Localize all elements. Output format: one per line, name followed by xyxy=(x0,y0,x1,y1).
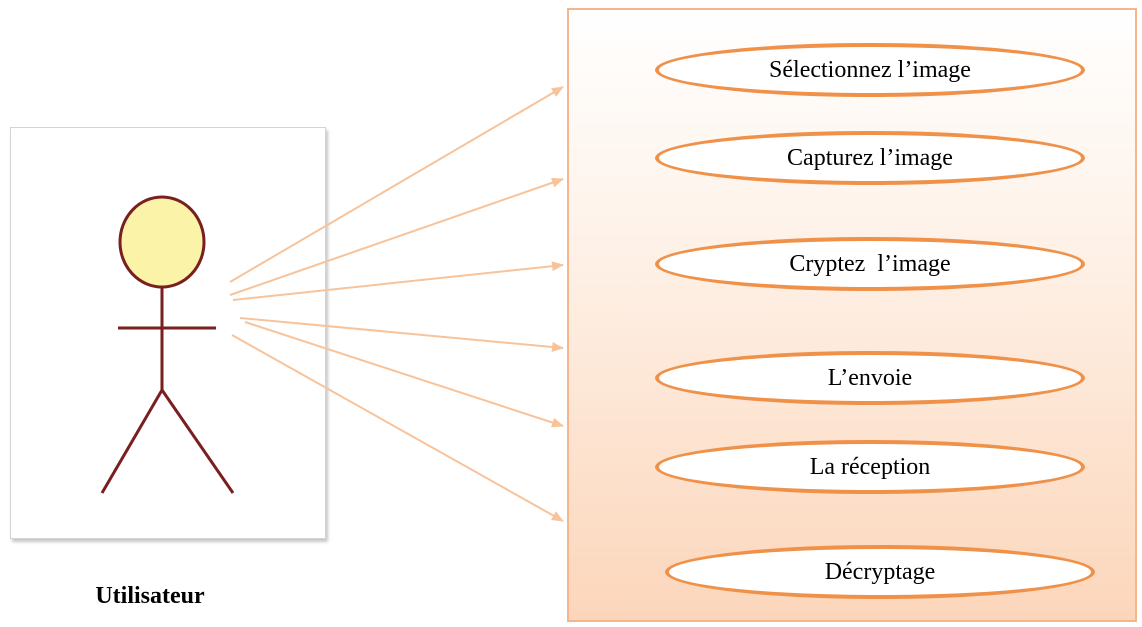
association-arrow-2 xyxy=(229,177,564,296)
system-boundary xyxy=(567,8,1137,622)
actor-frame xyxy=(10,127,326,539)
actor-right-leg xyxy=(160,389,235,494)
association-arrow-1 xyxy=(229,86,564,283)
use-case-select-image[interactable]: Sélectionnez l’image xyxy=(655,43,1085,97)
use-case-capture-image[interactable]: Capturez l’image xyxy=(655,131,1085,185)
association-arrow-6 xyxy=(231,334,564,522)
actor-name: Utilisateur xyxy=(95,583,205,609)
use-case-send[interactable]: L’envoie xyxy=(655,351,1085,405)
association-arrow-4 xyxy=(239,317,564,352)
use-case-decryption[interactable]: Décryptage xyxy=(665,545,1095,599)
actor-left-leg xyxy=(100,389,164,494)
use-case-encrypt-image[interactable]: Cryptez l’image xyxy=(655,237,1085,291)
association-arrow-3 xyxy=(232,261,564,301)
use-case-reception[interactable]: La réception xyxy=(655,440,1085,494)
stick-figure-icon xyxy=(100,195,235,494)
association-arrow-5 xyxy=(244,321,564,428)
